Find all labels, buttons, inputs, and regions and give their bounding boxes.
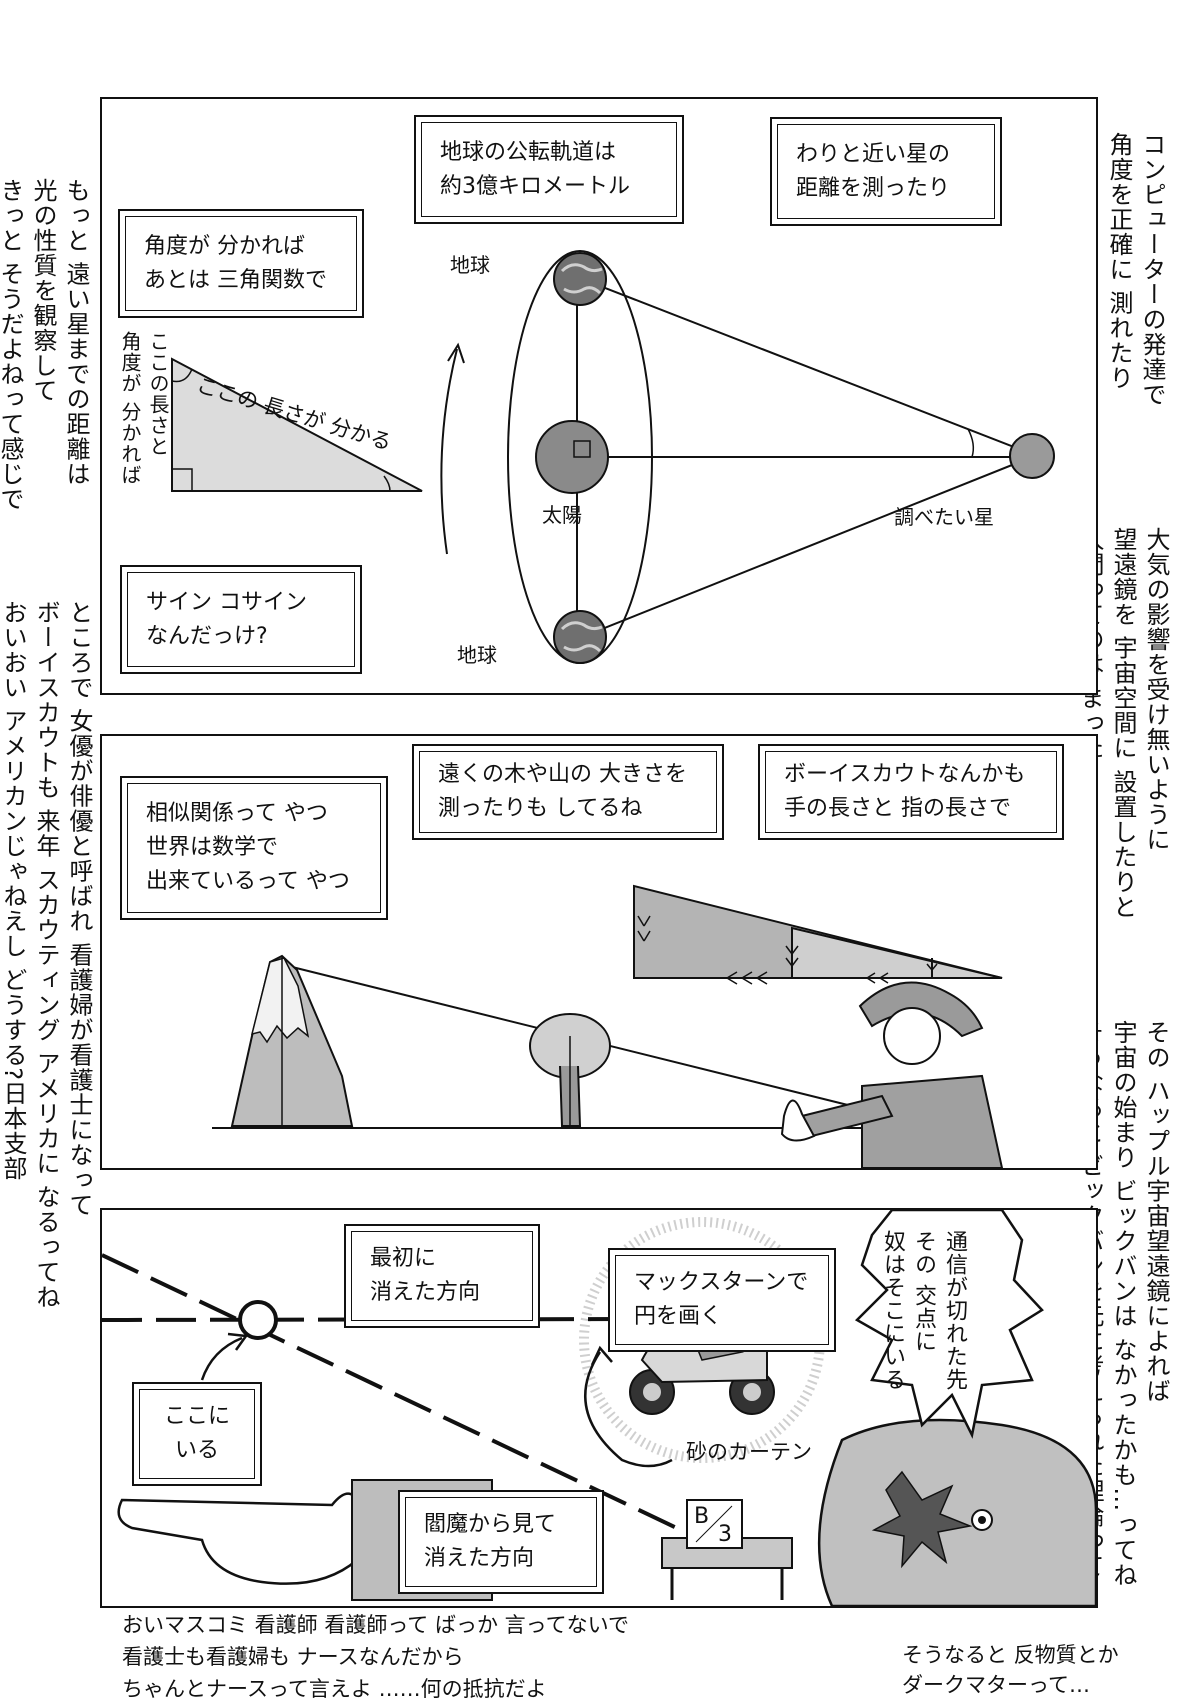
margin-text-top-left: もっと 遠い星までの距離は 光の性質を観察して きっと そうだよねって感じで <box>0 178 90 512</box>
label-sun: 太陽 <box>542 503 582 527</box>
label-earth-bottom: 地球 <box>457 643 497 667</box>
orbit-arrow <box>440 348 458 555</box>
sun <box>535 420 609 494</box>
scout-head <box>883 1007 941 1065</box>
target-star <box>1009 433 1055 479</box>
desk-sign-letter: B <box>694 1504 710 1529</box>
bottom-caption-center: おいマスコミ 看護師 看護師って ばっか 言ってないで 看護士も看護婦も ナース… <box>122 1613 629 1701</box>
label-target-star: 調べたい星 <box>894 505 994 529</box>
label-triangle-side: ここの長さと 角度が 分かれば <box>118 331 170 486</box>
earth-bottom <box>553 610 607 664</box>
character-face <box>817 1418 1096 1606</box>
box-here: ここにいる <box>132 1382 262 1486</box>
speech-burst <box>854 1210 1044 1439</box>
earth-top <box>553 252 607 306</box>
panel-similarity: 相似関係って やつ世界は数学で出来ているって やつ 遠くの木や山の 大きさを測っ… <box>100 734 1098 1170</box>
box-distant-trees: 遠くの木や山の 大きさを測ったりも してるね <box>412 744 724 840</box>
box-angle: 角度が 分かればあとは 三角関数で <box>118 209 364 318</box>
margin-text-top-right: コンピューターの発達で 角度を正確に 測れたり <box>1105 132 1166 407</box>
scout-hand <box>780 1099 816 1142</box>
desk-sign-number: 3 <box>718 1522 732 1547</box>
margin-text-mid-left: ところで 女優が俳優と呼ばれ 看護婦が看護士になって ボーイスカウトも 来年 ス… <box>0 600 93 1310</box>
pointing-hand <box>117 1492 364 1585</box>
label-earth-top: 地球 <box>450 253 490 277</box>
box-first-direction: 最初に消えた方向 <box>344 1224 540 1328</box>
box-sine-cosine: サイン コサインなんだっけ? <box>120 565 362 674</box>
speech-burst-text: 通信が切れた先 その 交点に 奴はそこにいる <box>880 1230 967 1391</box>
panel-parallax: 角度が 分かればあとは 三角関数で 地球の公転軌道は約3億キロメートル わりと近… <box>100 97 1098 695</box>
box-near-star: わりと近い星の距離を測ったり <box>770 117 1002 226</box>
intersection-marker <box>238 1300 278 1340</box>
box-max-turn: マックスターンで円を画く <box>608 1248 836 1352</box>
box-similarity: 相似関係って やつ世界は数学で出来ているって やつ <box>120 776 388 920</box>
panel-triangulation: 最初に消えた方向 マックスターンで円を画く ここにいる 閻魔から見て消えた方向 … <box>100 1208 1098 1608</box>
bottom-caption-right: そうなると 反物質とか ダークマターって… <box>902 1643 1119 1697</box>
trig-triangle <box>171 357 423 492</box>
box-orbit: 地球の公転軌道は約3億キロメートル <box>414 115 684 224</box>
box-enma-direction: 閻魔から見て消えた方向 <box>398 1490 604 1594</box>
label-sand-curtain: 砂のカーテン <box>686 1440 812 1464</box>
box-boy-scout: ボーイスカウトなんかも手の長さと 指の長さで <box>758 744 1064 840</box>
parallax-diagram <box>171 250 1055 664</box>
similarity-diagram <box>212 884 1004 1168</box>
